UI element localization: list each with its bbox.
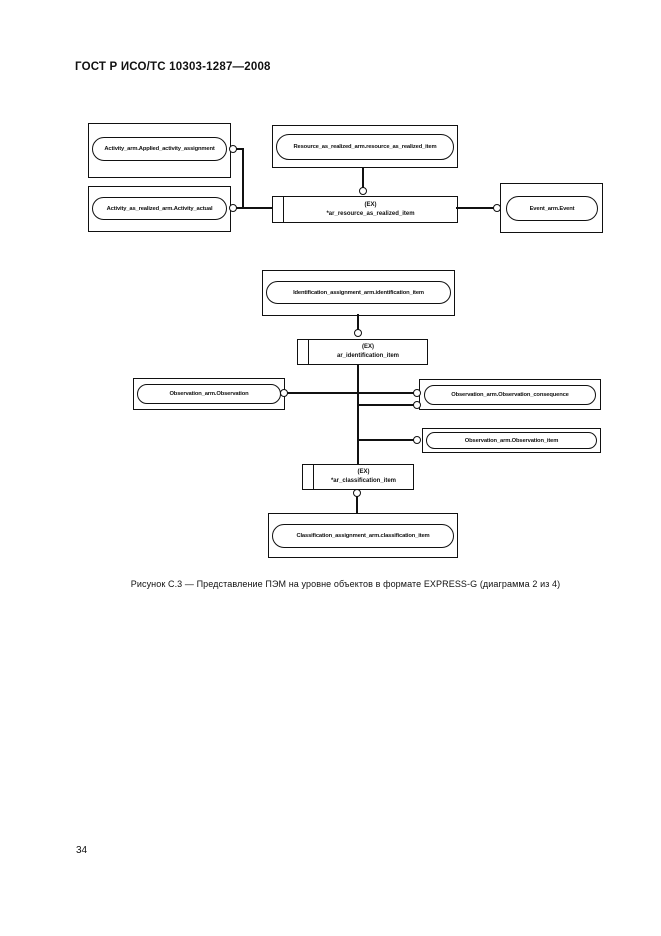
select-ext-box-resource: (EX) *ar_resource_as_realized_item	[272, 196, 458, 223]
select-ext-box-classification: (EX) *ar_classification_item	[302, 464, 414, 490]
entity-ref-observation-item: Observation_arm.Observation_item	[426, 432, 597, 449]
page-ref-bar	[298, 340, 309, 364]
connector-circle	[359, 187, 367, 195]
select-ext-text: (EX) ar_identification_item	[309, 340, 427, 364]
entity-ref-classification-item: Classification_assignment_arm.classifica…	[272, 524, 454, 548]
connector-line	[456, 207, 494, 209]
connector-line	[236, 207, 273, 209]
select-ext-text: (EX) *ar_resource_as_realized_item	[284, 197, 457, 222]
connector-line	[362, 167, 364, 188]
page-ref-bar	[303, 465, 314, 489]
connector-line	[242, 148, 244, 209]
select-ext-tag: (EX)	[364, 201, 377, 208]
select-ext-tag: (EX)	[362, 344, 374, 351]
entity-ref-resource-as-realized-item: Resource_as_realized_arm.resource_as_rea…	[276, 134, 454, 160]
page-number: 34	[76, 845, 88, 856]
select-ext-name: *ar_classification_item	[330, 478, 397, 484]
entity-ref-event: Event_arm.Event	[506, 196, 598, 221]
figure-caption: Рисунок С.3 — Представление ПЭМ на уровн…	[130, 579, 561, 589]
connector-line	[286, 392, 414, 394]
connector-circle	[229, 145, 237, 153]
entity-ref-observation-consequence: Observation_arm.Observation_consequence	[424, 385, 596, 405]
connector-circle	[280, 389, 288, 397]
entity-ref-identification-item: Identification_assignment_arm.identifica…	[266, 281, 451, 304]
connector-circle	[493, 204, 501, 212]
select-ext-name: ar_identification_item	[336, 353, 399, 359]
connector-circle	[413, 436, 421, 444]
select-ext-name: *ar_resource_as_realized_item	[326, 210, 415, 217]
connector-line	[235, 148, 244, 150]
select-ext-box-identification: (EX) ar_identification_item	[297, 339, 428, 365]
connector-circle	[354, 329, 362, 337]
connector-circle	[229, 204, 237, 212]
connector-line	[357, 439, 414, 441]
connector-line	[357, 404, 414, 406]
entity-ref-activity-actual: Activity_as_realized_arm.Activity_actual	[92, 197, 227, 220]
connector-line	[357, 314, 359, 330]
connector-line	[356, 495, 358, 514]
document-header: ГОСТ Р ИСО/ТС 10303-1287—2008	[75, 61, 271, 73]
connector-line	[357, 364, 359, 465]
connector-circle	[413, 389, 421, 397]
page-ref-bar	[273, 197, 284, 222]
entity-ref-applied-activity-assignment: Activity_arm.Applied_activity_assignment	[92, 137, 227, 161]
select-ext-text: (EX) *ar_classification_item	[314, 465, 413, 489]
connector-circle	[353, 489, 361, 497]
entity-ref-observation: Observation_arm.Observation	[137, 384, 281, 404]
select-ext-tag: (EX)	[357, 469, 370, 476]
connector-circle	[413, 401, 421, 409]
